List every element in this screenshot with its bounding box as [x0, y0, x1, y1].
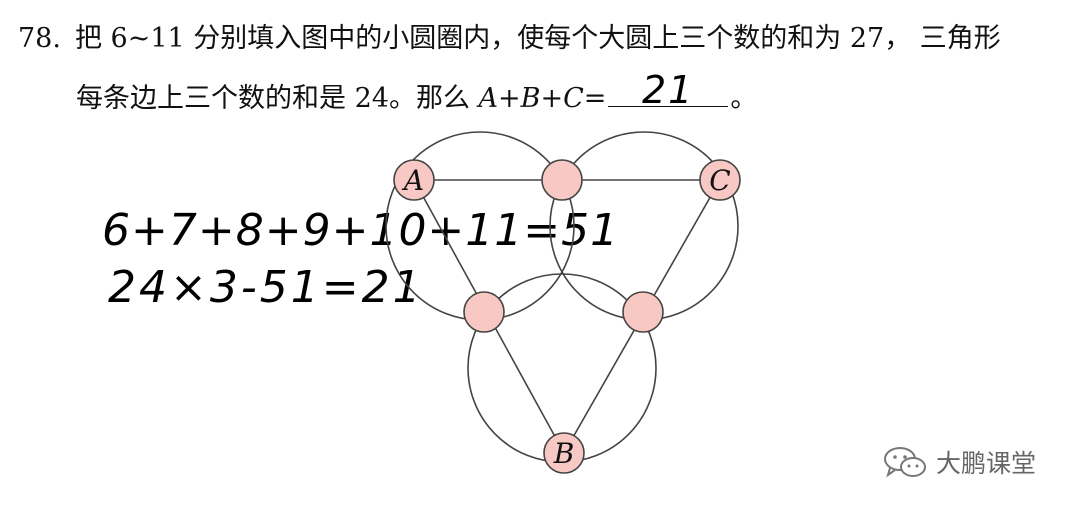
watermark: 大鹏课堂 — [880, 444, 1036, 480]
small-circle — [541, 159, 583, 201]
node-c: C — [699, 159, 741, 201]
node-top-mid — [541, 159, 583, 201]
problem-text-2: 每条边上三个数的和是 24。那么 — [76, 83, 479, 114]
problem-text-2-end: 。 — [730, 83, 758, 114]
small-circle — [622, 291, 664, 333]
answer-blank — [608, 80, 729, 107]
problem-line-2: 每条边上三个数的和是 24。那么 A+B+C= 。 — [76, 80, 757, 116]
node-a: A — [393, 159, 435, 201]
problem-line-1: 78. 把 6~11 分别填入图中的小圆圈内，使每个大圆上三个数的和为 27， 三… — [18, 22, 1001, 56]
small-circle — [543, 432, 585, 474]
triangle — [413, 179, 721, 454]
expression: A+B+C= — [478, 83, 607, 114]
handwritten-work-line-1: 6+7+8+9+10+11=51 — [102, 205, 620, 256]
handwritten-work-line-2: 24×3-51=21 — [108, 262, 424, 313]
small-circle — [699, 159, 741, 201]
node-label: C — [709, 164, 730, 197]
wechat-icon — [884, 447, 926, 478]
node-right-mid — [622, 291, 664, 333]
node-label: B — [553, 437, 575, 470]
handwritten-answer: 21 — [642, 68, 695, 112]
problem-text-1: 把 6~11 分别填入图中的小圆圈内，使每个大圆上三个数的和为 27， 三角形 — [74, 23, 1001, 54]
small-circle — [463, 291, 505, 333]
question-number: 78. — [18, 23, 61, 54]
watermark-text: 大鹏课堂 — [936, 449, 1037, 478]
node-left-mid — [463, 291, 505, 333]
small-circles: A C B — [393, 159, 741, 474]
small-circle — [393, 159, 435, 201]
node-label: A — [401, 164, 424, 197]
node-b: B — [543, 432, 585, 474]
